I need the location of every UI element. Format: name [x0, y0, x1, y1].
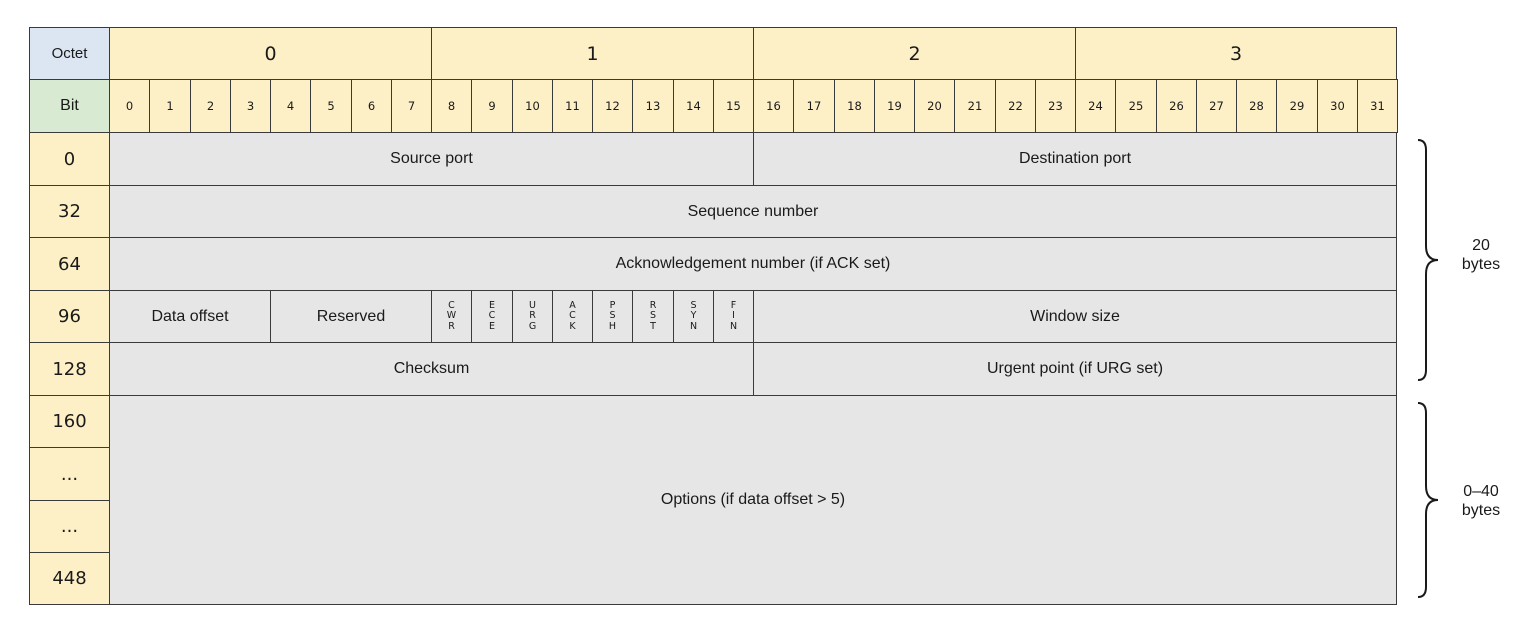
bit-number-22: 22 — [995, 79, 1036, 133]
field-data-offset: Data offset — [109, 290, 271, 343]
field-reserved: Reserved — [270, 290, 432, 343]
bit-number-26: 26 — [1156, 79, 1197, 133]
options-size-unit: bytes — [1461, 502, 1501, 519]
flag-letter: F — [730, 299, 737, 311]
field-checksum: Checksum — [109, 342, 754, 396]
bit-number-7: 7 — [391, 79, 432, 133]
bit-number-19: 19 — [874, 79, 915, 133]
bit-number-15: 15 — [713, 79, 754, 133]
bit-number-25: 25 — [1115, 79, 1157, 133]
row-offset-32: 32 — [29, 185, 110, 238]
header-size-label: 20 bytes — [1446, 236, 1516, 274]
bit-number-1: 1 — [149, 79, 191, 133]
octet-1: 1 — [431, 27, 754, 80]
bit-header-label: Bit — [29, 79, 110, 133]
bit-number-6: 6 — [351, 79, 392, 133]
header-size-value: 20 — [1472, 237, 1490, 254]
flag-letter: C — [448, 299, 455, 311]
field-acknowledgement-number: Acknowledgement number (if ACK set) — [109, 237, 1397, 291]
row-offset-128: 128 — [29, 342, 110, 396]
bit-number-16: 16 — [753, 79, 794, 133]
bit-number-24: 24 — [1075, 79, 1116, 133]
flag-letter: H — [608, 320, 617, 332]
field-urgent-point: Urgent point (if URG set) — [753, 342, 1397, 396]
flag-letter: C — [569, 310, 576, 322]
flag-letter: I — [732, 310, 735, 322]
bit-number-18: 18 — [834, 79, 875, 133]
flag-letter: A — [569, 299, 576, 311]
flag-letter: G — [528, 320, 537, 332]
octet-3: 3 — [1075, 27, 1397, 80]
bit-number-31: 31 — [1357, 79, 1398, 133]
bit-number-2: 2 — [190, 79, 231, 133]
bit-number-13: 13 — [632, 79, 674, 133]
header-brace-icon — [1417, 139, 1439, 381]
flag-letter: E — [488, 320, 495, 332]
field-window-size: Window size — [753, 290, 1397, 343]
flag-letter: U — [529, 299, 536, 311]
octet-header-label: Octet — [29, 27, 110, 80]
options-brace-icon — [1417, 402, 1439, 598]
field-source-port: Source port — [109, 132, 754, 186]
flag-letter: Y — [690, 310, 697, 322]
flag-letter: N — [729, 320, 738, 332]
row-offset-ellipsis-1: ... — [29, 447, 110, 501]
flag-letter: E — [488, 299, 495, 311]
flag-letter: R — [529, 310, 536, 322]
bit-number-8: 8 — [431, 79, 472, 133]
flag-letter: R — [448, 320, 455, 332]
flag-letter: S — [609, 310, 616, 322]
octet-0: 0 — [109, 27, 432, 80]
bit-number-0: 0 — [109, 79, 150, 133]
header-size-unit: bytes — [1461, 256, 1501, 273]
bit-number-11: 11 — [552, 79, 593, 133]
flag-letter: R — [649, 299, 657, 311]
options-size-label: 0–40 bytes — [1446, 482, 1516, 520]
bit-number-4: 4 — [270, 79, 311, 133]
bit-number-29: 29 — [1276, 79, 1318, 133]
field-destination-port: Destination port — [753, 132, 1397, 186]
bit-number-23: 23 — [1035, 79, 1076, 133]
bit-number-12: 12 — [592, 79, 633, 133]
flag-letter: C — [488, 310, 496, 322]
bit-number-28: 28 — [1236, 79, 1277, 133]
flag-letter: N — [689, 320, 698, 332]
bit-number-9: 9 — [471, 79, 513, 133]
bit-number-30: 30 — [1317, 79, 1358, 133]
bit-number-3: 3 — [230, 79, 271, 133]
row-offset-64: 64 — [29, 237, 110, 291]
row-offset-448: 448 — [29, 552, 110, 605]
bit-number-10: 10 — [512, 79, 553, 133]
flag-letter: W — [446, 310, 457, 322]
bit-number-20: 20 — [914, 79, 955, 133]
row-offset-160: 160 — [29, 395, 110, 448]
field-sequence-number: Sequence number — [109, 185, 1397, 238]
bit-number-27: 27 — [1196, 79, 1237, 133]
flag-letter: K — [569, 320, 576, 332]
flag-letter: T — [650, 320, 656, 332]
flag-letter: S — [690, 299, 697, 311]
bit-number-21: 21 — [954, 79, 996, 133]
options-size-value: 0–40 — [1463, 483, 1499, 500]
octet-2: 2 — [753, 27, 1076, 80]
field-options: Options (if data offset > 5) — [109, 395, 1397, 605]
flag-letter: S — [649, 310, 657, 322]
bit-number-17: 17 — [793, 79, 835, 133]
row-offset-96: 96 — [29, 290, 110, 343]
flag-letter: P — [609, 299, 616, 311]
bit-number-14: 14 — [673, 79, 714, 133]
row-offset-ellipsis-2: ... — [29, 500, 110, 553]
row-offset-0: 0 — [29, 132, 110, 186]
bit-number-5: 5 — [310, 79, 352, 133]
